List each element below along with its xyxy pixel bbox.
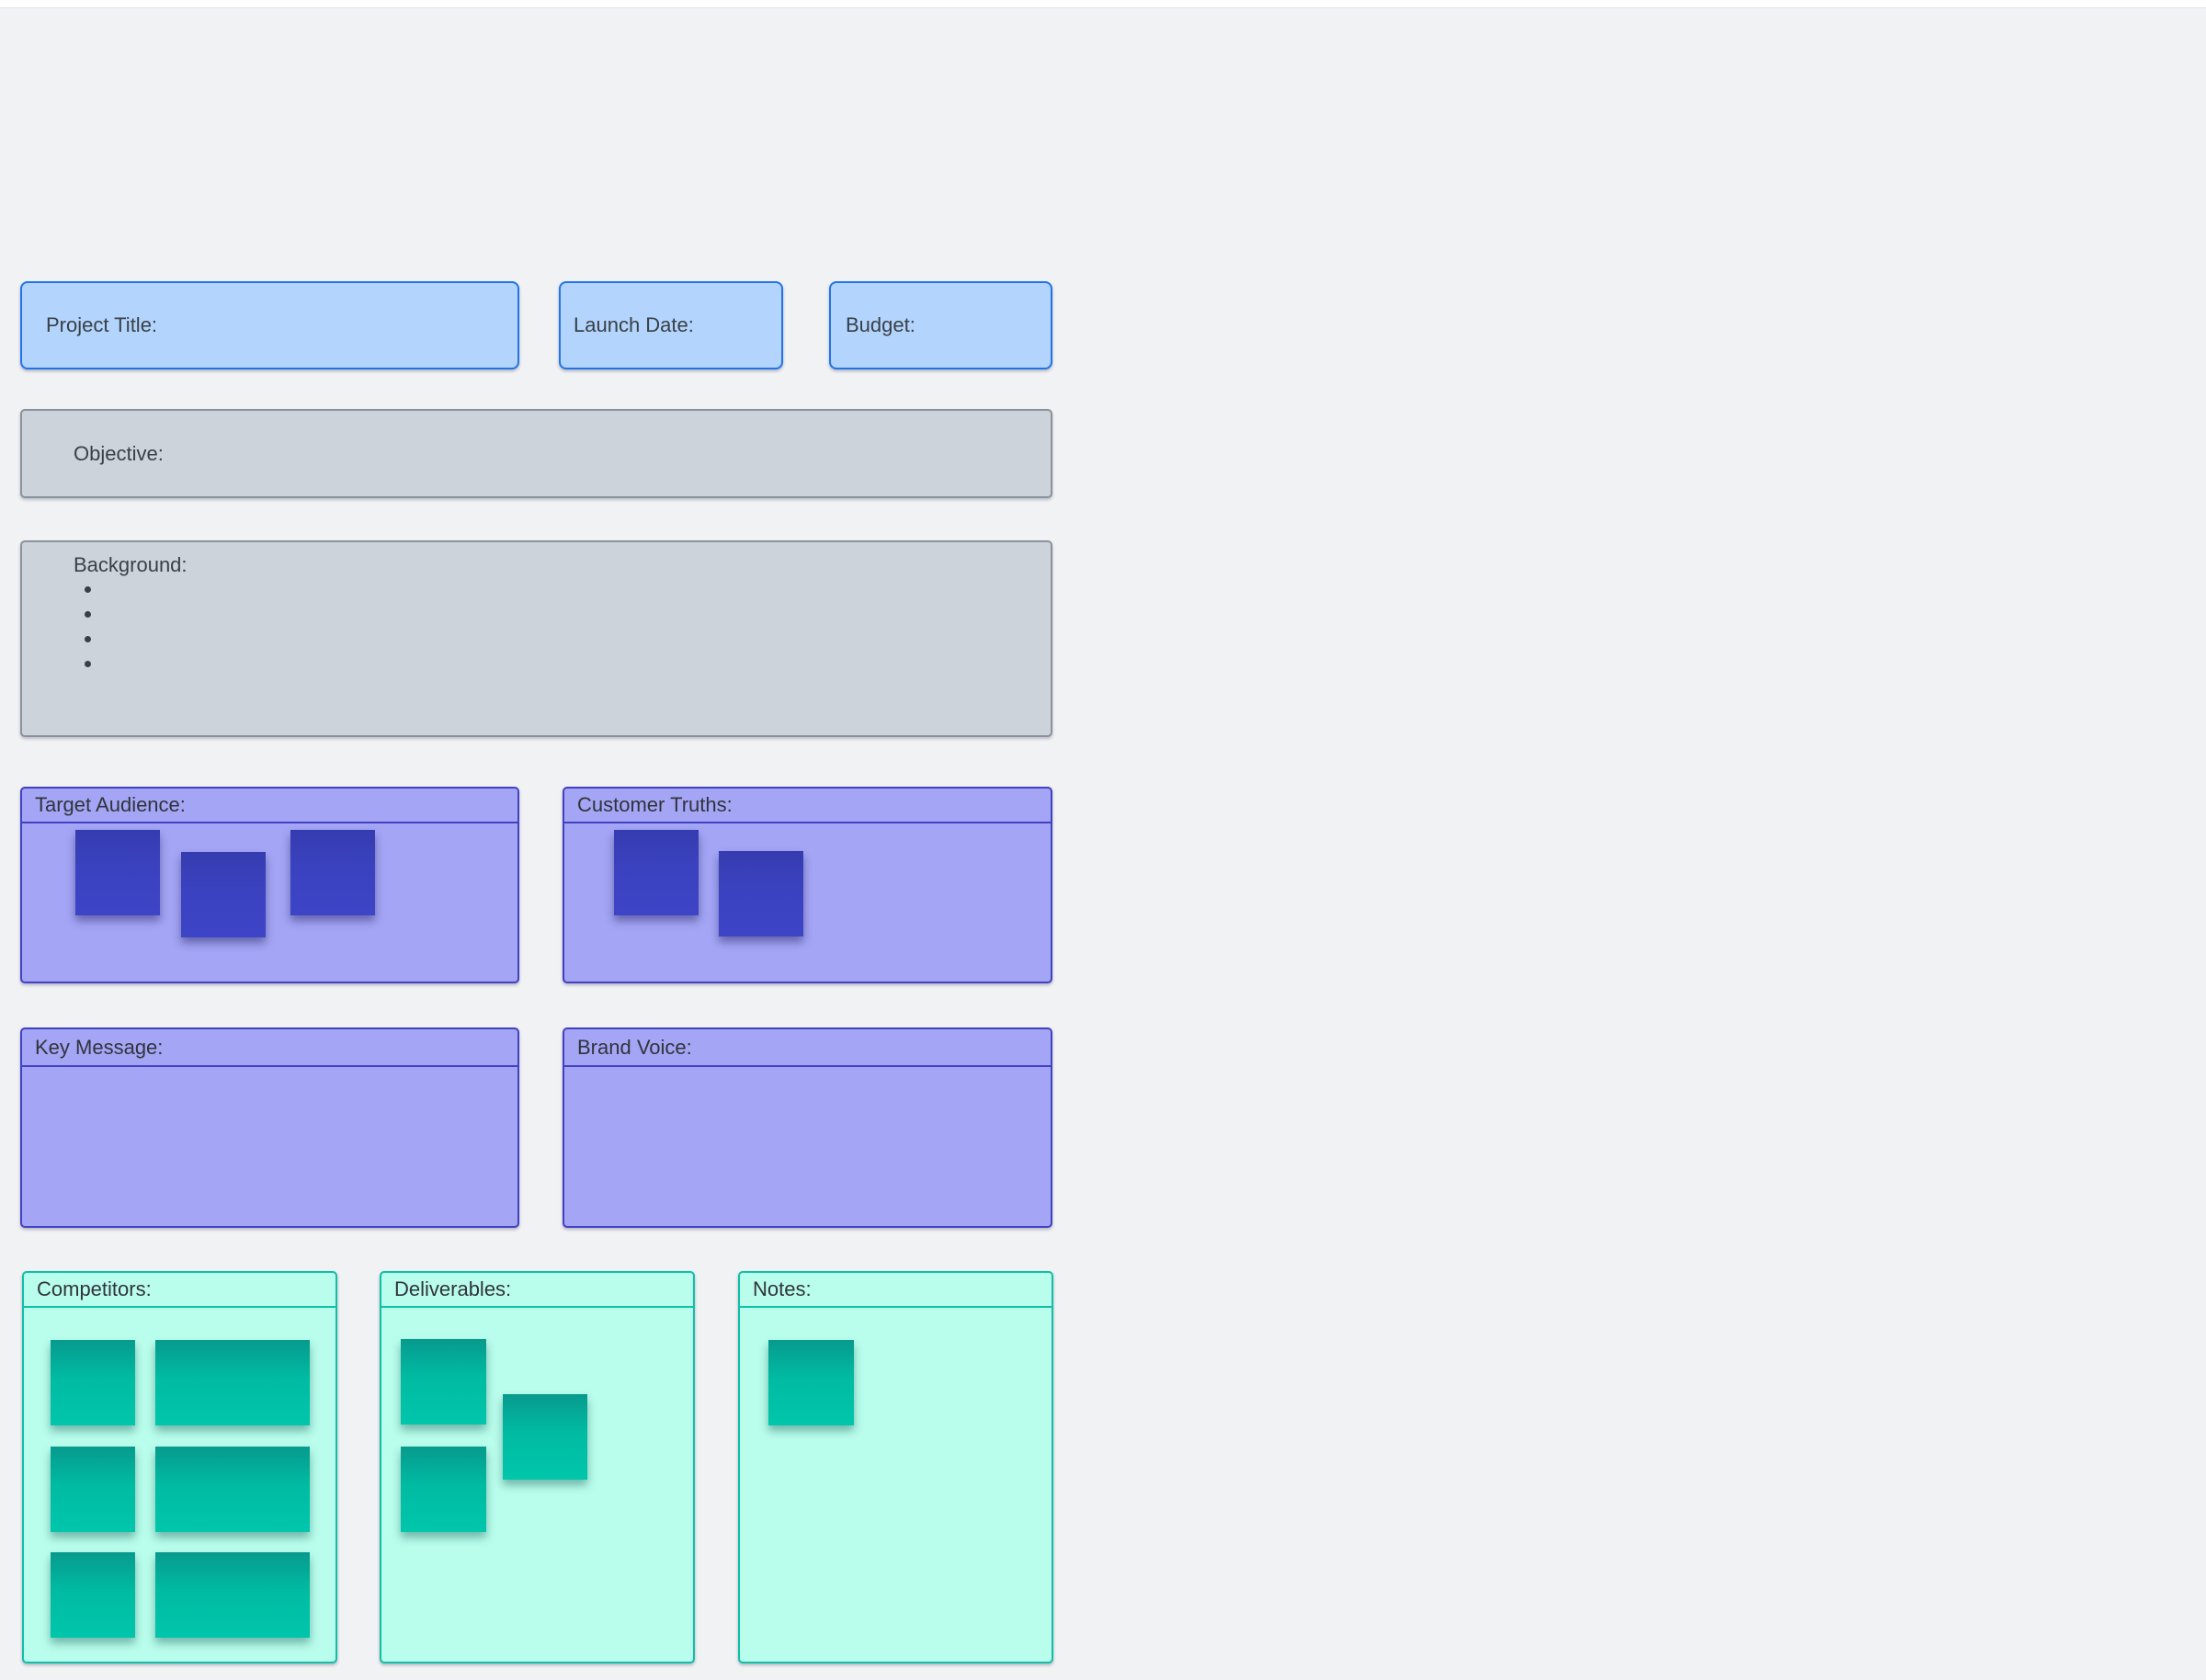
sticky-note[interactable] bbox=[614, 830, 699, 915]
sticky-note[interactable] bbox=[503, 1394, 587, 1480]
bullet-point bbox=[85, 636, 91, 642]
bullet-point bbox=[85, 586, 91, 593]
objective-box[interactable]: Objective: bbox=[20, 409, 1052, 498]
budget-label: Budget: bbox=[846, 313, 915, 336]
key-message-header: Key Message: bbox=[22, 1029, 517, 1067]
sticky-note[interactable] bbox=[75, 830, 160, 915]
competitors-panel[interactable]: Competitors: bbox=[22, 1271, 337, 1663]
budget-box[interactable]: Budget: bbox=[829, 281, 1052, 369]
customer-truths-panel[interactable]: Customer Truths: bbox=[563, 787, 1052, 983]
notes-header: Notes: bbox=[740, 1273, 1052, 1308]
target-audience-header: Target Audience: bbox=[22, 789, 517, 823]
objective-label: Objective: bbox=[74, 441, 164, 465]
key-message-label: Key Message: bbox=[35, 1035, 164, 1059]
sticky-note[interactable] bbox=[51, 1447, 135, 1532]
background-label: Background: bbox=[74, 553, 188, 576]
deliverables-header: Deliverables: bbox=[381, 1273, 693, 1308]
deliverables-label: Deliverables: bbox=[394, 1277, 512, 1300]
whiteboard-canvas[interactable]: Project Title: Launch Date: Budget: Obje… bbox=[0, 9, 2206, 1680]
sticky-note[interactable] bbox=[401, 1339, 486, 1425]
sticky-note[interactable] bbox=[181, 852, 266, 937]
target-audience-panel[interactable]: Target Audience: bbox=[20, 787, 519, 983]
deliverables-panel[interactable]: Deliverables: bbox=[380, 1271, 695, 1663]
competitors-label: Competitors: bbox=[37, 1277, 152, 1300]
browser-top-strip bbox=[0, 0, 2206, 8]
customer-truths-header: Customer Truths: bbox=[564, 789, 1051, 823]
sticky-note[interactable] bbox=[155, 1340, 310, 1425]
sticky-note[interactable] bbox=[51, 1340, 135, 1425]
background-bullet-list bbox=[85, 586, 91, 686]
bullet-point bbox=[85, 661, 91, 667]
brand-voice-panel[interactable]: Brand Voice: bbox=[563, 1027, 1052, 1228]
background-box[interactable]: Background: bbox=[20, 540, 1052, 737]
notes-panel[interactable]: Notes: bbox=[738, 1271, 1053, 1663]
brand-voice-label: Brand Voice: bbox=[577, 1035, 692, 1059]
customer-truths-label: Customer Truths: bbox=[577, 793, 733, 816]
target-audience-label: Target Audience: bbox=[35, 793, 186, 816]
sticky-note[interactable] bbox=[719, 851, 803, 936]
launch-date-box[interactable]: Launch Date: bbox=[559, 281, 783, 369]
launch-date-label: Launch Date: bbox=[574, 313, 694, 336]
key-message-panel[interactable]: Key Message: bbox=[20, 1027, 519, 1228]
brand-voice-header: Brand Voice: bbox=[564, 1029, 1051, 1067]
sticky-note[interactable] bbox=[768, 1340, 854, 1425]
sticky-note[interactable] bbox=[401, 1447, 486, 1532]
competitors-header: Competitors: bbox=[24, 1273, 335, 1308]
project-title-box[interactable]: Project Title: bbox=[20, 281, 519, 369]
sticky-note[interactable] bbox=[155, 1552, 310, 1638]
project-title-label: Project Title: bbox=[46, 313, 158, 336]
sticky-note[interactable] bbox=[155, 1447, 310, 1532]
sticky-note[interactable] bbox=[51, 1552, 135, 1638]
notes-label: Notes: bbox=[753, 1277, 812, 1300]
sticky-note[interactable] bbox=[290, 830, 375, 915]
bullet-point bbox=[85, 611, 91, 618]
